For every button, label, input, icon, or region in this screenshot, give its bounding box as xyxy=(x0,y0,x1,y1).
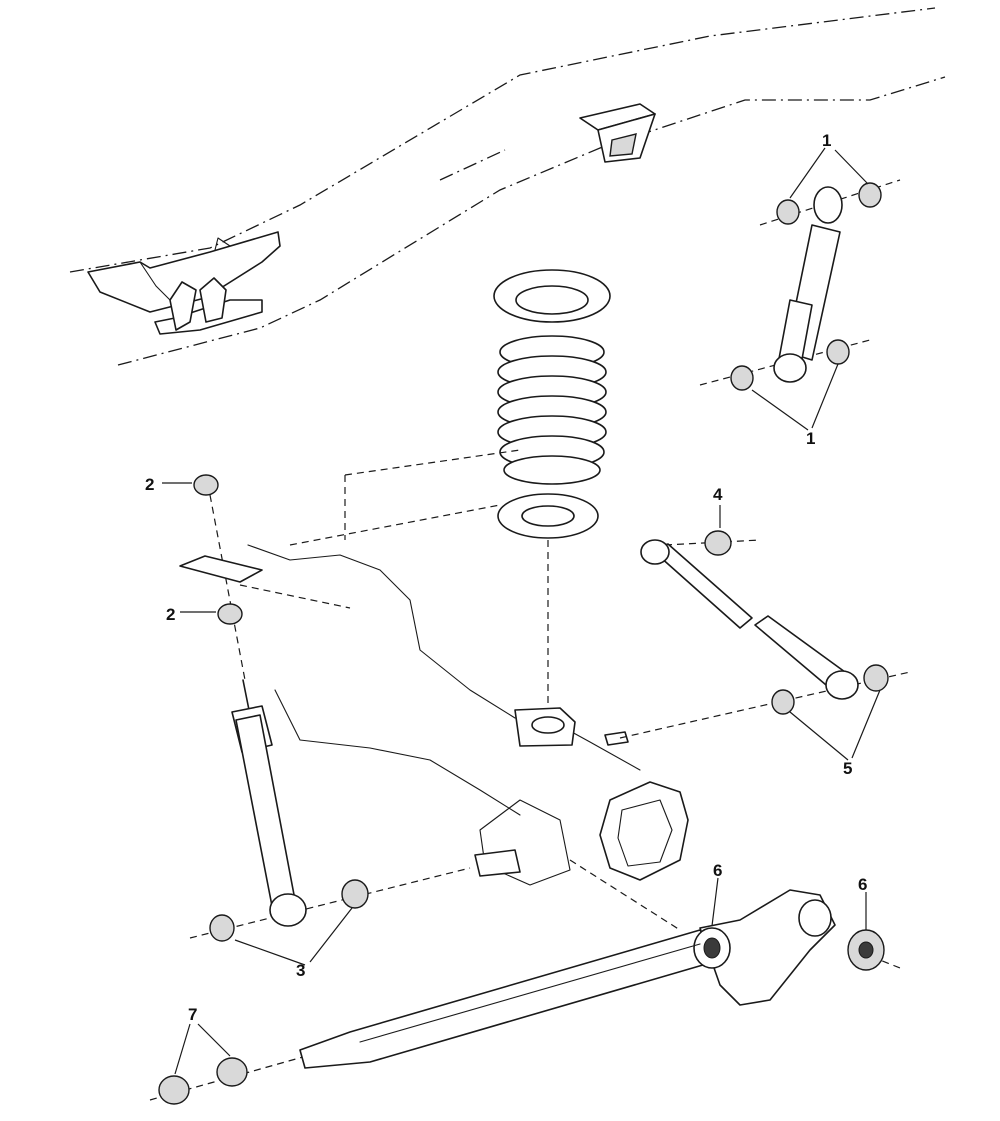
frame-bracket xyxy=(87,231,281,335)
callout-2-upper: 2 xyxy=(145,475,154,494)
coil-spring-assembly xyxy=(493,269,611,712)
callout-3: 3 xyxy=(296,961,305,980)
callouts: 1 1 2 2 3 4 5 6 6 7 xyxy=(145,131,867,1024)
bushing-5-right xyxy=(863,664,889,692)
bushing-1-upper-left xyxy=(776,199,800,225)
bump-stopper xyxy=(579,103,656,163)
bushing-2-upper xyxy=(193,474,219,496)
callout-7: 7 xyxy=(188,1005,197,1024)
bushing-1-lower-right xyxy=(826,339,850,365)
bushing-7-right xyxy=(216,1057,248,1087)
lower-control-arm xyxy=(149,889,901,1105)
leader-lines xyxy=(162,147,881,1075)
bushing-6 xyxy=(847,929,885,971)
retainer-plate xyxy=(179,555,263,583)
callout-6-bushing: 6 xyxy=(858,875,867,894)
callout-1-upper: 1 xyxy=(822,131,831,150)
vehicle-frame-outline xyxy=(69,7,946,366)
bushing-2-lower xyxy=(217,603,243,625)
callout-1-lower: 1 xyxy=(806,429,815,448)
upper-shock-absorber xyxy=(699,179,901,391)
bushing-4 xyxy=(704,530,732,556)
callout-6-arm: 6 xyxy=(713,861,722,880)
lower-shock-absorber xyxy=(179,474,471,942)
rear-axle-housing xyxy=(239,449,689,931)
callout-4: 4 xyxy=(713,485,723,504)
lateral-control-rod xyxy=(619,530,911,739)
coil-spring xyxy=(497,335,607,485)
bushing-1-lower-left xyxy=(730,365,754,391)
bushing-3-right xyxy=(341,879,369,909)
callout-5: 5 xyxy=(843,759,852,778)
bushing-7-left xyxy=(158,1075,190,1105)
bushing-5-left xyxy=(771,689,795,715)
bushing-1-upper-right xyxy=(858,182,882,208)
bushing-3-left xyxy=(209,914,235,942)
callout-2-lower: 2 xyxy=(166,605,175,624)
